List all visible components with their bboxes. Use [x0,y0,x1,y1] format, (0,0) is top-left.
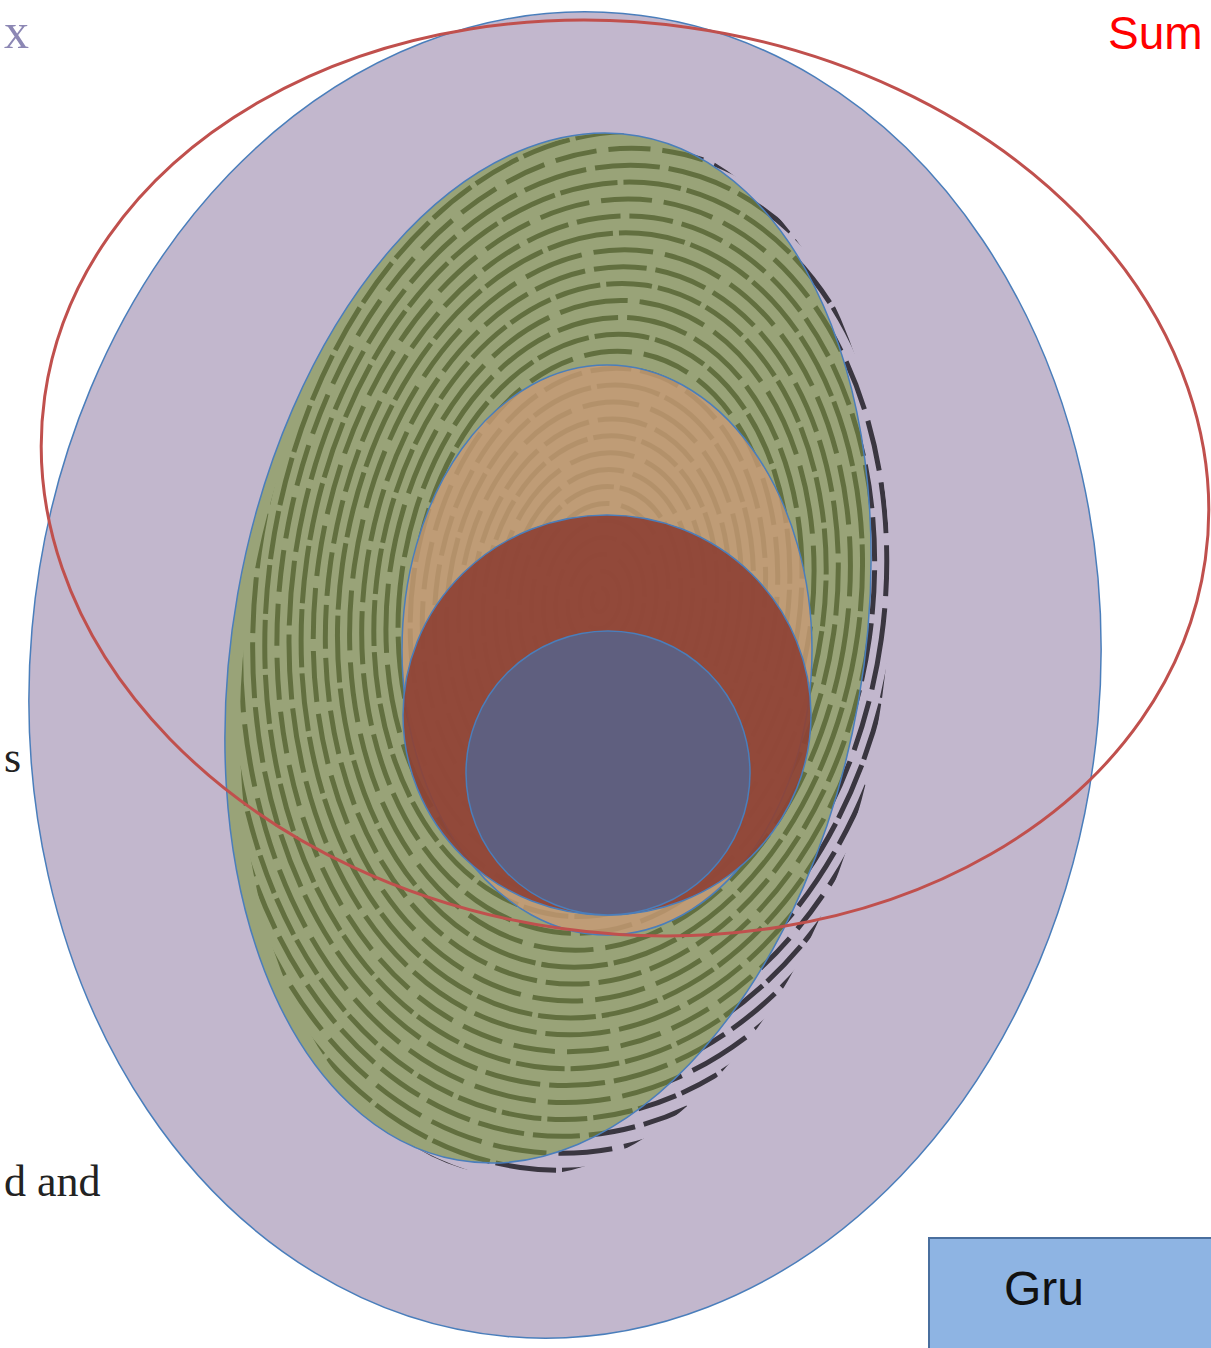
ridge-line [35,0,1166,1335]
red-heading: Sum [1108,8,1203,59]
ridge-line [49,0,1151,1316]
ridge-line [63,0,1137,1298]
blue-circle [466,631,750,915]
ridge-line [6,0,1194,1348]
ridge-line [77,0,1122,1279]
box-text: Gru [1004,1263,1211,1316]
green-ellipse [147,81,948,1215]
ridge-line [20,0,1179,1348]
red-outline-ellipse [0,0,1211,1010]
ridge-line [92,0,1109,1261]
ridge-line [120,0,1080,1224]
body-text-fragment: d and [4,1158,101,1206]
tan-ellipse [402,365,812,935]
body-text-fragment: s [4,734,21,782]
cropped-heading-letter: x [4,4,29,59]
red-circle [403,515,811,915]
outer-ellipse [0,0,1156,1348]
text-box: Gru [928,1237,1211,1348]
ridge-line [106,0,1094,1242]
